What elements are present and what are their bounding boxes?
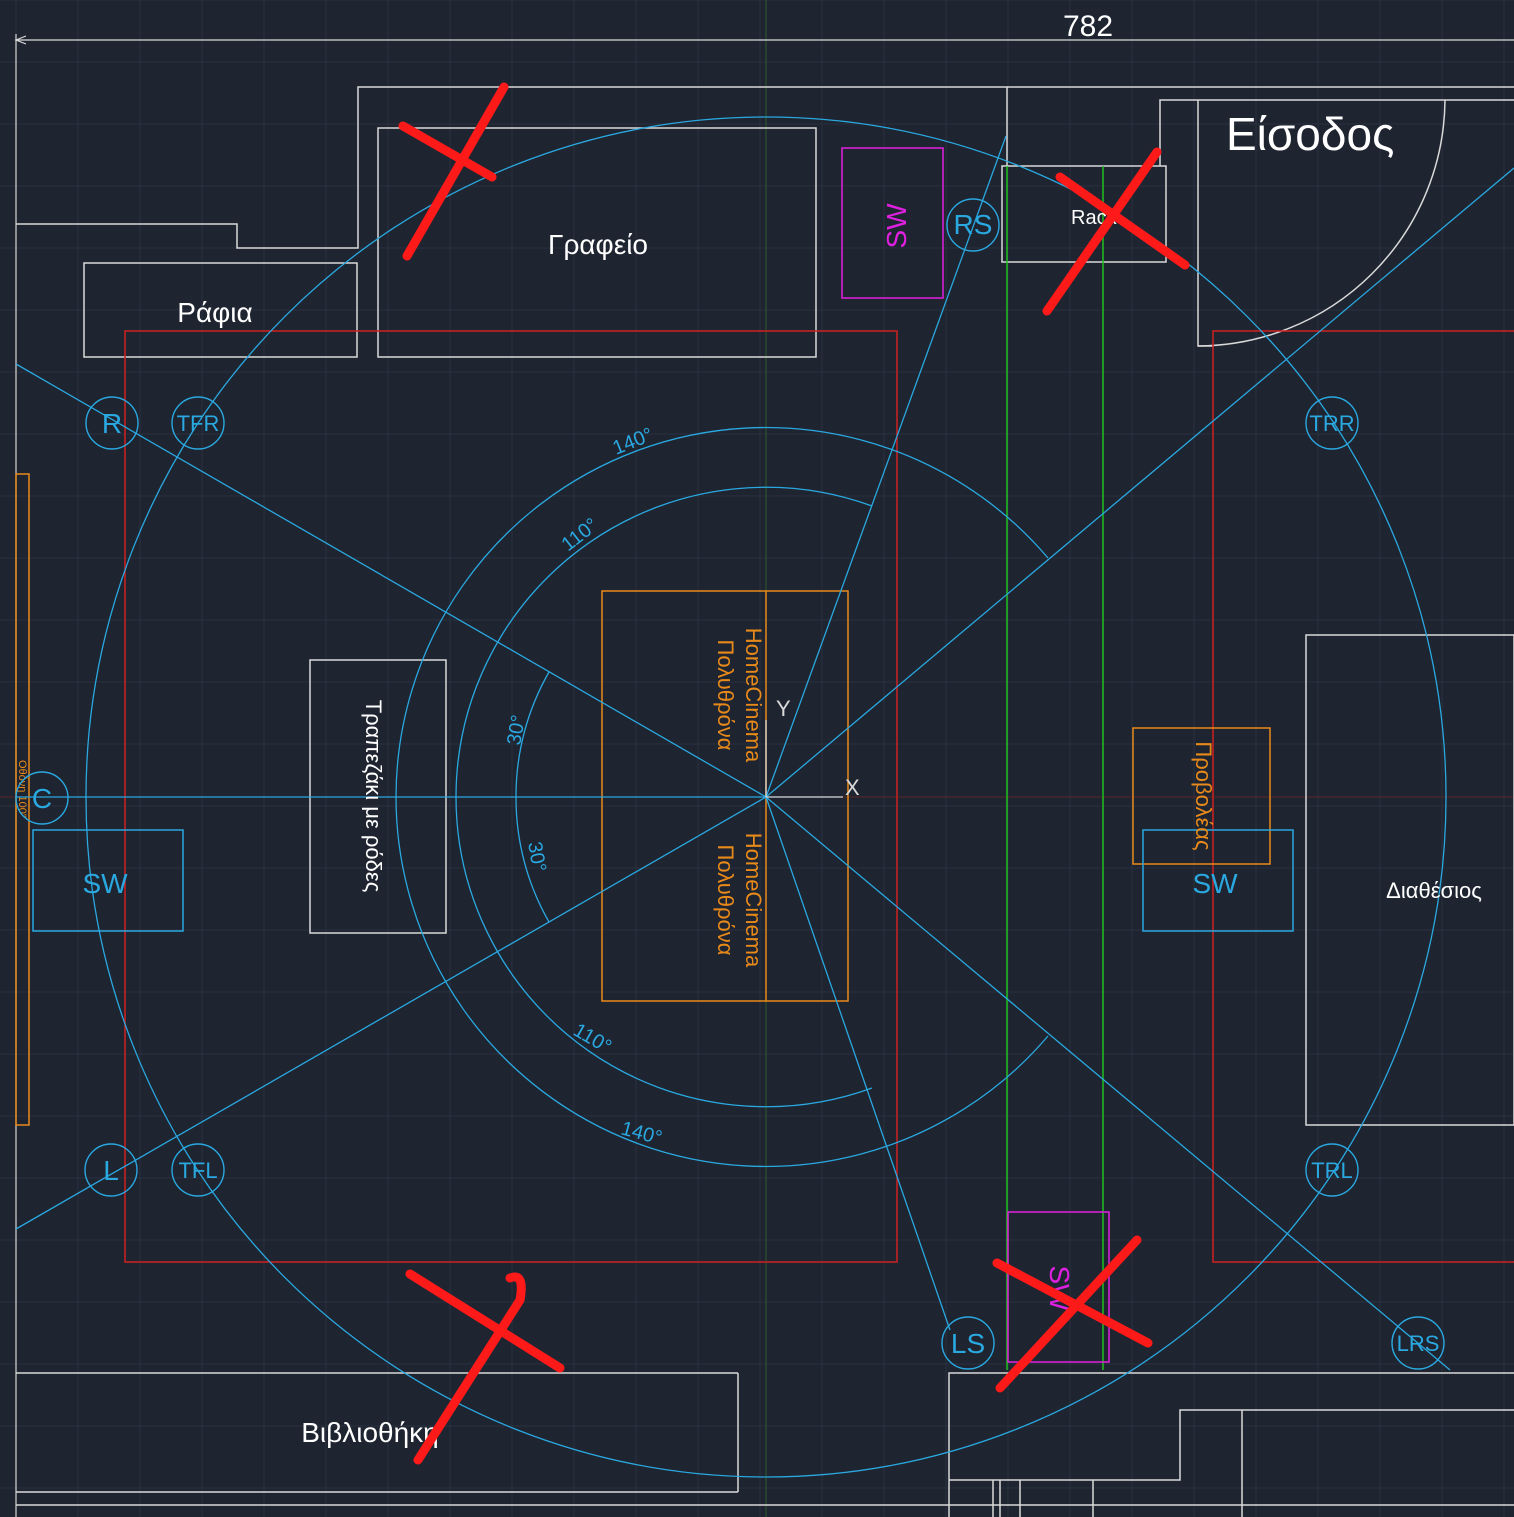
screen-label: Οθόνη 100": [16, 760, 28, 818]
subwoofer-bottom-box: [1007, 1211, 1110, 1363]
angle-140-top: 140°: [610, 424, 657, 460]
angle-30-bottom: 30°: [523, 840, 550, 874]
subwoofer-right-box: [1142, 829, 1294, 932]
red-crosses: [398, 82, 1190, 1465]
cross-office: [398, 82, 509, 261]
subwoofer-top-label: SW: [881, 203, 912, 249]
entrance-label: Είσοδος: [1226, 108, 1394, 160]
speaker-LS: LS: [951, 1328, 985, 1359]
axis-x-label: X: [845, 775, 860, 800]
cross-subwoofer-bottom: [992, 1235, 1153, 1393]
subwoofer-top-box: [841, 147, 944, 299]
dimension-value: 782: [1063, 10, 1113, 43]
shelves-box: [83, 262, 358, 358]
projector-box: [1132, 727, 1271, 865]
walls: [16, 86, 1514, 1517]
speaker-R: R: [102, 408, 122, 439]
ucs-icon: [765, 720, 843, 798]
office-desk-box: [377, 127, 817, 358]
angle-110-bottom: 110°: [570, 1019, 616, 1058]
speakers: [15, 198, 1445, 1370]
speaker-C: C: [32, 783, 52, 814]
speaker-geometry: [15, 116, 1514, 1478]
speaker-TFR: TFR: [177, 411, 220, 436]
projector-label: Προβολέας: [1191, 741, 1216, 850]
speaker-TFL: TFL: [178, 1158, 217, 1183]
cabinet-box: [1305, 634, 1514, 1126]
cross-rack: [1042, 147, 1190, 316]
sofa-box: [601, 590, 849, 1002]
speaker-L: L: [103, 1155, 119, 1186]
subwoofer-left-label: SW: [82, 868, 128, 899]
cross-library: [405, 1269, 565, 1465]
shelves-label: Ράφια: [177, 297, 252, 328]
speaker-TRR: TRR: [1309, 411, 1354, 436]
axis-y-label: Y: [776, 696, 791, 721]
rear-zone: [1212, 330, 1514, 1263]
angle-140-bottom: 140°: [619, 1118, 665, 1150]
subwoofer-right-label: SW: [1192, 868, 1238, 899]
coffee-table-label: Τραπεζάκι με ρόδες: [361, 700, 386, 893]
library-label: Βιβλιοθήκη: [301, 1417, 439, 1448]
cabinet-label: Διαθέσιος: [1386, 878, 1482, 903]
speaker-RS: RS: [954, 209, 993, 240]
speaker-TRL: TRL: [1311, 1158, 1353, 1183]
angle-30-top: 30°: [503, 713, 530, 747]
dimension: [14, 34, 1514, 1517]
subwoofer-left-box: [32, 829, 184, 932]
office-label: Γραφείο: [548, 229, 648, 260]
speaker-LRS: LRS: [1397, 1331, 1440, 1356]
